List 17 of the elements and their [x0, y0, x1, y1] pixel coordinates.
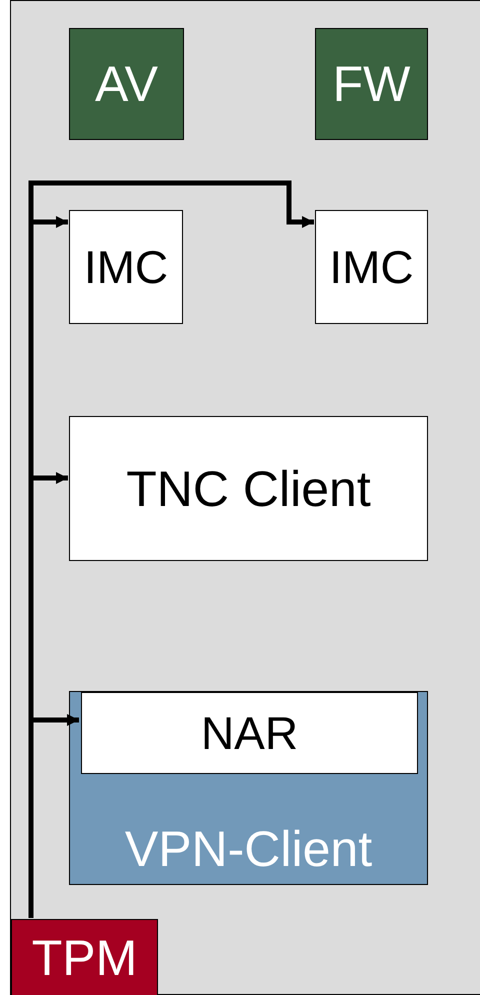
box-label: TNC Client: [126, 464, 371, 514]
box-label: VPN-Client: [124, 824, 372, 874]
component-box: [315, 28, 428, 140]
panel-background: [10, 0, 480, 995]
module-box: [69, 210, 183, 324]
vpn-client-box: [69, 691, 428, 885]
module-box: [315, 210, 428, 324]
box-label: IMC: [329, 244, 414, 290]
requestor-box: [81, 692, 418, 774]
box-label: IMC: [84, 244, 168, 290]
component-box: [69, 28, 184, 140]
tpm-box: [11, 919, 158, 995]
box-label: NAR: [200, 710, 298, 756]
box-label: AV: [95, 59, 158, 109]
box-label: TPM: [32, 932, 138, 982]
client-box: [69, 416, 428, 561]
box-label: FW: [332, 59, 410, 109]
